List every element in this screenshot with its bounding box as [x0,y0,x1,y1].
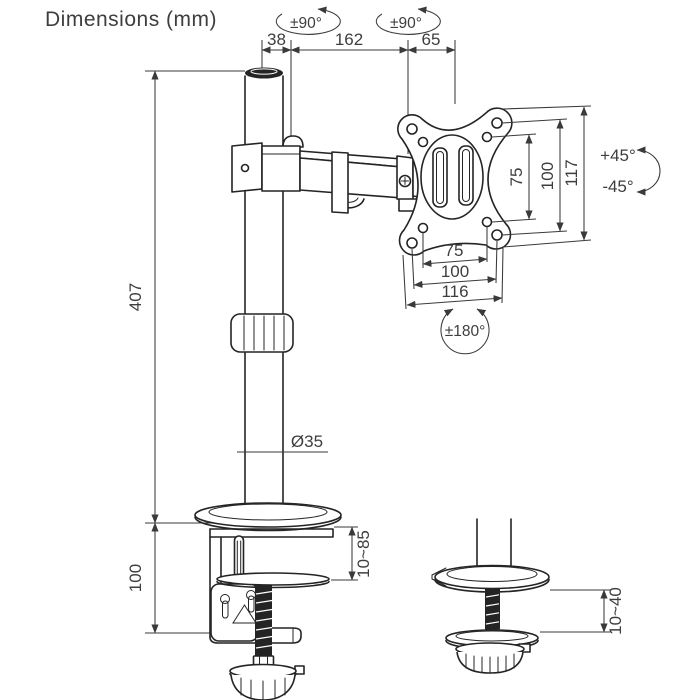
vesa-slot-left [432,147,448,208]
pole-ring [230,313,294,353]
arm-swivel-label: ±90° [390,15,422,32]
vesa-hole-outer [491,229,503,241]
clamp-screw [252,585,275,669]
vesa-hole-outer [491,117,503,129]
vesa-100-horizontal-label: 100 [441,262,469,281]
tilt-up-label: +45° [600,146,636,165]
vesa-hole-inner [417,136,429,148]
grommet-screw [485,589,500,635]
vesa-rotation-label: ±180° [445,323,486,340]
vesa-hole-outer [406,237,418,249]
pole-diameter-callout: Ø35 [237,432,328,453]
vesa-100-vertical-label: 100 [538,162,557,190]
vesa-vertical-dimensions: 75 100 117 [491,105,592,248]
arm-swivel-rotation-icon: ±90° [375,6,441,35]
pole-swivel-rotation-icon: ±90° [275,6,341,35]
arm-collar [231,135,304,193]
dim-38-label: 38 [267,30,286,49]
vesa-75-vertical-label: 75 [507,168,526,187]
grommet-range-dimension: 10~40 [540,587,625,635]
clamp-knob [229,663,305,700]
desk-clamp-detail [194,502,342,700]
clamp-base-plate [194,502,342,532]
pole-swivel-label: ±90° [290,15,322,32]
vesa-horizontal-dimensions: 75 100 116 [402,227,504,310]
clamp-post [233,535,245,583]
vesa-plate [397,107,513,256]
arm-beam [299,150,403,199]
cable-clip [331,151,365,214]
grommet-base-plate [431,564,550,593]
pole-diameter-label: Ø35 [291,432,323,451]
clamp-height-label: 100 [126,564,145,592]
top-dimension-chain: 38 162 65 [261,30,456,154]
vesa-75-horizontal-label: 75 [445,241,464,260]
grommet-lower-disc [445,629,539,650]
clamp-pad-disc [216,572,330,589]
vesa-hole-inner [417,222,429,234]
tilt-down-label: -45° [602,177,633,196]
vesa-hole-outer [406,123,418,135]
vesa-116-label: 116 [441,282,468,301]
vesa-slot-right [458,145,474,206]
clamp-keyhole-plate [210,583,259,642]
pole [244,67,284,507]
grommet-pole [476,518,512,573]
grommet-knob [455,642,531,674]
tilt-range-icon: +45° -45° [600,146,661,196]
vesa-hole-inner [481,131,493,143]
vesa-hole-inner [481,216,493,228]
vesa-rotation-icon: ±180° [440,308,490,355]
grommet-range-label: 10~40 [606,587,625,635]
pole-cap [245,67,283,79]
vesa-117-label: 117 [562,159,581,186]
dim-65-label: 65 [422,30,441,49]
dim-162-label: 162 [335,30,363,49]
pole-height-label: 407 [126,283,145,311]
clamp-range-label: 10~85 [354,530,373,578]
drawing-title: Dimensions (mm) [45,8,217,31]
grommet-mount-detail: 10~40 [431,518,625,674]
clamp-range-dimension: 10~85 [331,526,373,581]
